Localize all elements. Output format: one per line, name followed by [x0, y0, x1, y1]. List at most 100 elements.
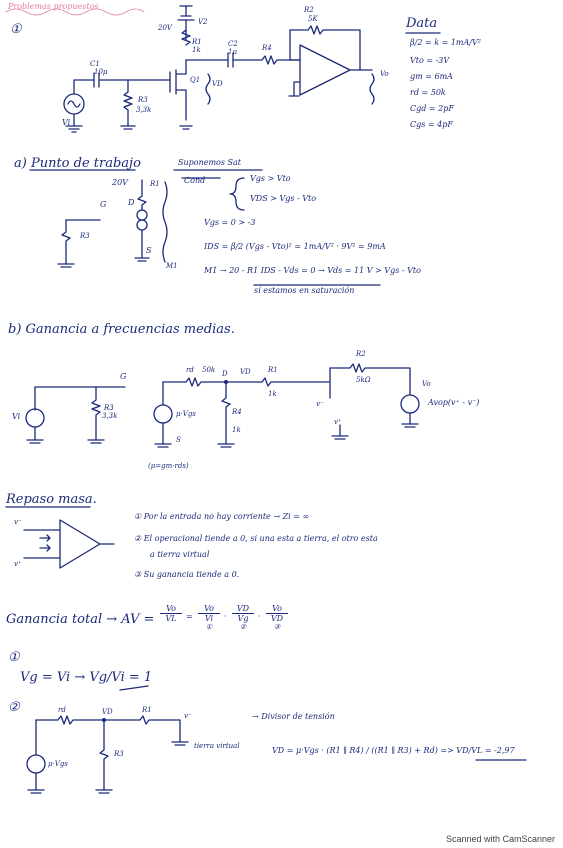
ideal-item: ③ Su ganancia tiende a 0.: [134, 570, 240, 579]
ideal-item: ① Por la entrada no hay corriente → Zi =…: [134, 512, 310, 521]
step2-r1: R1: [142, 706, 152, 714]
dot-sign: ·: [224, 612, 227, 621]
cond-2: VDS > Vgs - Vto: [250, 194, 317, 203]
d-b: D: [222, 370, 228, 378]
c2-value: 1μ: [228, 48, 238, 56]
step2-vminus: v⁻: [184, 712, 192, 720]
v2-label: V2: [198, 18, 208, 26]
source-label: Vi: [62, 118, 71, 127]
s-b: S: [176, 436, 181, 444]
suposicion-title: Suponemos Sat: [178, 158, 241, 167]
rd-value: 1k: [192, 46, 201, 54]
r4v-b: 1k: [232, 426, 241, 434]
circuit-1: [63, 5, 375, 133]
d-a: D: [128, 198, 135, 207]
step2-number: ②: [8, 700, 20, 715]
marker: ①: [205, 623, 213, 631]
problem-number: ①: [10, 22, 22, 37]
data-line: Cgs = 4pF: [410, 120, 453, 129]
rg-label: R3: [138, 96, 148, 104]
c1-value: 10μ: [94, 68, 108, 76]
r2v-b: 5kΩ: [356, 376, 371, 384]
eq-ids: IDS = β/2 (Vgs - Vto)² = 1mA/V² · 9V² = …: [204, 242, 386, 251]
step2-tierra: tierra virtual: [194, 742, 240, 750]
frac-num: Vo: [198, 604, 220, 614]
title-scribble-text: Problemas propuestos: [8, 2, 99, 11]
opamp-icon: [59, 519, 101, 569]
vd-b: VD: [240, 368, 251, 376]
section-a-title: a) Punto de trabajo: [14, 156, 141, 171]
circuit-a: [29, 169, 381, 286]
rf-value: 5K: [308, 15, 318, 23]
vdd-a: 20V: [112, 178, 128, 187]
frac-3: VD Vg ②: [232, 604, 254, 631]
data-line: Cgd = 2pF: [410, 104, 454, 113]
q-label: Q1: [190, 76, 201, 84]
frac-2: Vo Vi ①: [198, 604, 220, 631]
dot-sign: ·: [258, 612, 261, 621]
r1-a: R1: [150, 180, 160, 188]
frac-den: Vg: [237, 614, 249, 623]
circuit-b: [25, 363, 420, 448]
frac-num: Vo: [266, 604, 288, 614]
c2-label: C2: [228, 40, 238, 48]
step1-number: ①: [8, 650, 20, 665]
data-line: gm = 6mA: [410, 72, 453, 81]
data-line: rd = 50k: [410, 88, 446, 97]
data-line: Vto = -3V: [410, 56, 450, 65]
ideal-title: Repaso masa.: [6, 492, 97, 507]
r3-a: R3: [80, 232, 90, 240]
r2-b: R2: [356, 350, 366, 358]
frac-den: VL: [165, 614, 177, 623]
section-b-title: b) Ganancia a frecuencias medias.: [8, 322, 235, 337]
data-title: Data: [406, 16, 438, 31]
frac-1: Vo VL: [160, 604, 182, 623]
rf-label: R2: [304, 6, 314, 14]
ideal-item: ② El operacional tiende a 0, si una esta…: [134, 534, 378, 543]
opamp-icon: [299, 44, 351, 96]
ideal-vminus: v⁻: [14, 518, 22, 526]
eq-vgs: Vgs = 0 > -3: [204, 218, 256, 227]
step2-divisor: → Divisor de tensión: [252, 712, 335, 721]
vdd-label: 20V: [158, 24, 172, 32]
marker: ③: [273, 623, 281, 631]
src-b: μ·Vgs: [176, 410, 196, 418]
ideal-vplus: v⁺: [14, 560, 22, 568]
step2-eq: VD = μ·Vgs · (R1 ∥ R4) / ((R1 ∥ R3) + Rd…: [272, 746, 515, 755]
step2-src: μ·Vgs: [48, 760, 68, 768]
g-a: G: [100, 200, 107, 209]
r4-b: R4: [232, 408, 242, 416]
rd-label: R1: [192, 38, 202, 46]
frac-num: VD: [232, 604, 254, 614]
circuit-step2: [26, 685, 527, 794]
equals-sign: =: [186, 612, 193, 621]
avop-b: Avop(v⁺ - v⁻): [428, 398, 480, 407]
rd-b: rd: [186, 366, 194, 374]
step1-eq: Vg = Vi → Vg/Vi = 1: [20, 670, 153, 685]
mu-eq: (μ=gm·rds): [148, 462, 189, 470]
r3v-b: 3,3k: [102, 412, 118, 420]
frac-4: Vo VD ③: [266, 604, 288, 631]
frac-num: Vo: [160, 604, 182, 614]
c1-label: C1: [90, 60, 100, 68]
m1-a: M1: [166, 262, 178, 270]
ideal-opamp: [5, 506, 115, 569]
r4-label: R4: [262, 44, 272, 52]
r3-b: R3: [104, 404, 114, 412]
s-a: S: [146, 246, 152, 255]
cond-label: Cond: [184, 176, 206, 185]
scanner-footer: Scanned with CamScanner: [445, 834, 555, 844]
eq-m1: M1 → 20 - R1 IDS - Vds = 0 → Vds = 11 V …: [204, 266, 421, 275]
rg-value: 3,3k: [136, 106, 152, 114]
vo-label: Vo: [380, 70, 389, 78]
r1-b: R1: [268, 366, 278, 374]
vplus-b: v⁺: [334, 418, 342, 426]
data-line: β/2 = k = 1mA/V²: [410, 38, 481, 47]
r1v-b: 1k: [268, 390, 277, 398]
title-scribble: [5, 8, 145, 16]
vo-b: Vo: [422, 380, 431, 388]
rdv-b: 50k: [202, 366, 216, 374]
g-b: G: [120, 372, 127, 381]
